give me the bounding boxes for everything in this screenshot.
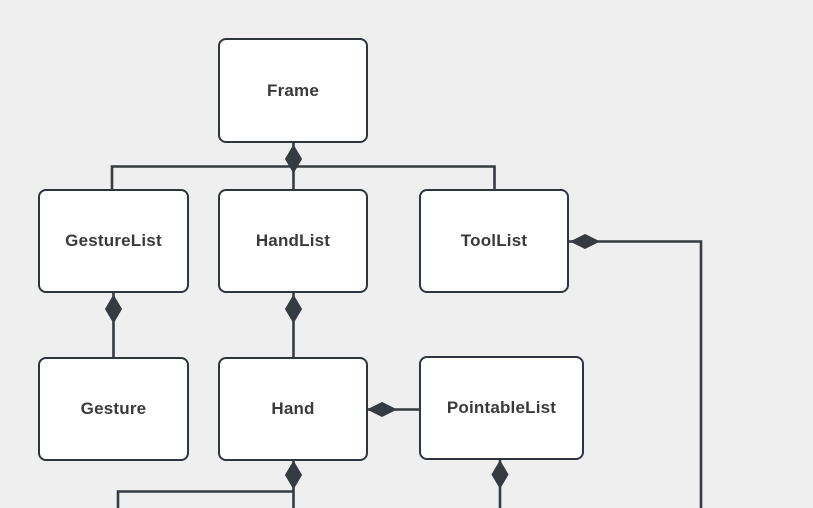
node-label-pointablelist: PointableList	[446, 398, 557, 417]
hand-bottom-composition-diamond	[284, 460, 303, 490]
diagram-node-gesturelist[interactable]: GestureList	[38, 189, 189, 293]
edge-toollist-to-offscreen	[569, 240, 703, 508]
node-label-gesture: Gesture	[80, 399, 147, 418]
pointablelist-composition-diamond	[491, 460, 509, 489]
diagram-node-pointablelist[interactable]: PointableList	[419, 356, 584, 460]
node-label-toollist: ToolList	[460, 231, 528, 250]
diagram-node-hand[interactable]: Hand	[218, 357, 368, 461]
handlist-composition-diamond	[284, 294, 303, 324]
diagram-node-toollist[interactable]: ToolList	[419, 189, 569, 293]
toollist-composition-diamond	[569, 233, 601, 250]
frame-composition-diamond	[284, 144, 303, 174]
diagram-node-frame[interactable]: Frame	[218, 38, 368, 143]
gesturelist-composition-diamond	[104, 294, 123, 324]
edge-hand-to-offscreen-branch	[116, 490, 294, 508]
node-label-hand: Hand	[271, 399, 315, 418]
edge-frame-children-rail	[110, 165, 496, 189]
diagram-node-gesture[interactable]: Gesture	[38, 357, 189, 461]
node-label-gesturelist: GestureList	[65, 231, 162, 250]
hand-composition-diamond	[366, 401, 398, 418]
node-label-frame: Frame	[266, 80, 320, 100]
diagram-node-handlist[interactable]: HandList	[218, 189, 368, 293]
node-label-handlist: HandList	[255, 231, 331, 250]
